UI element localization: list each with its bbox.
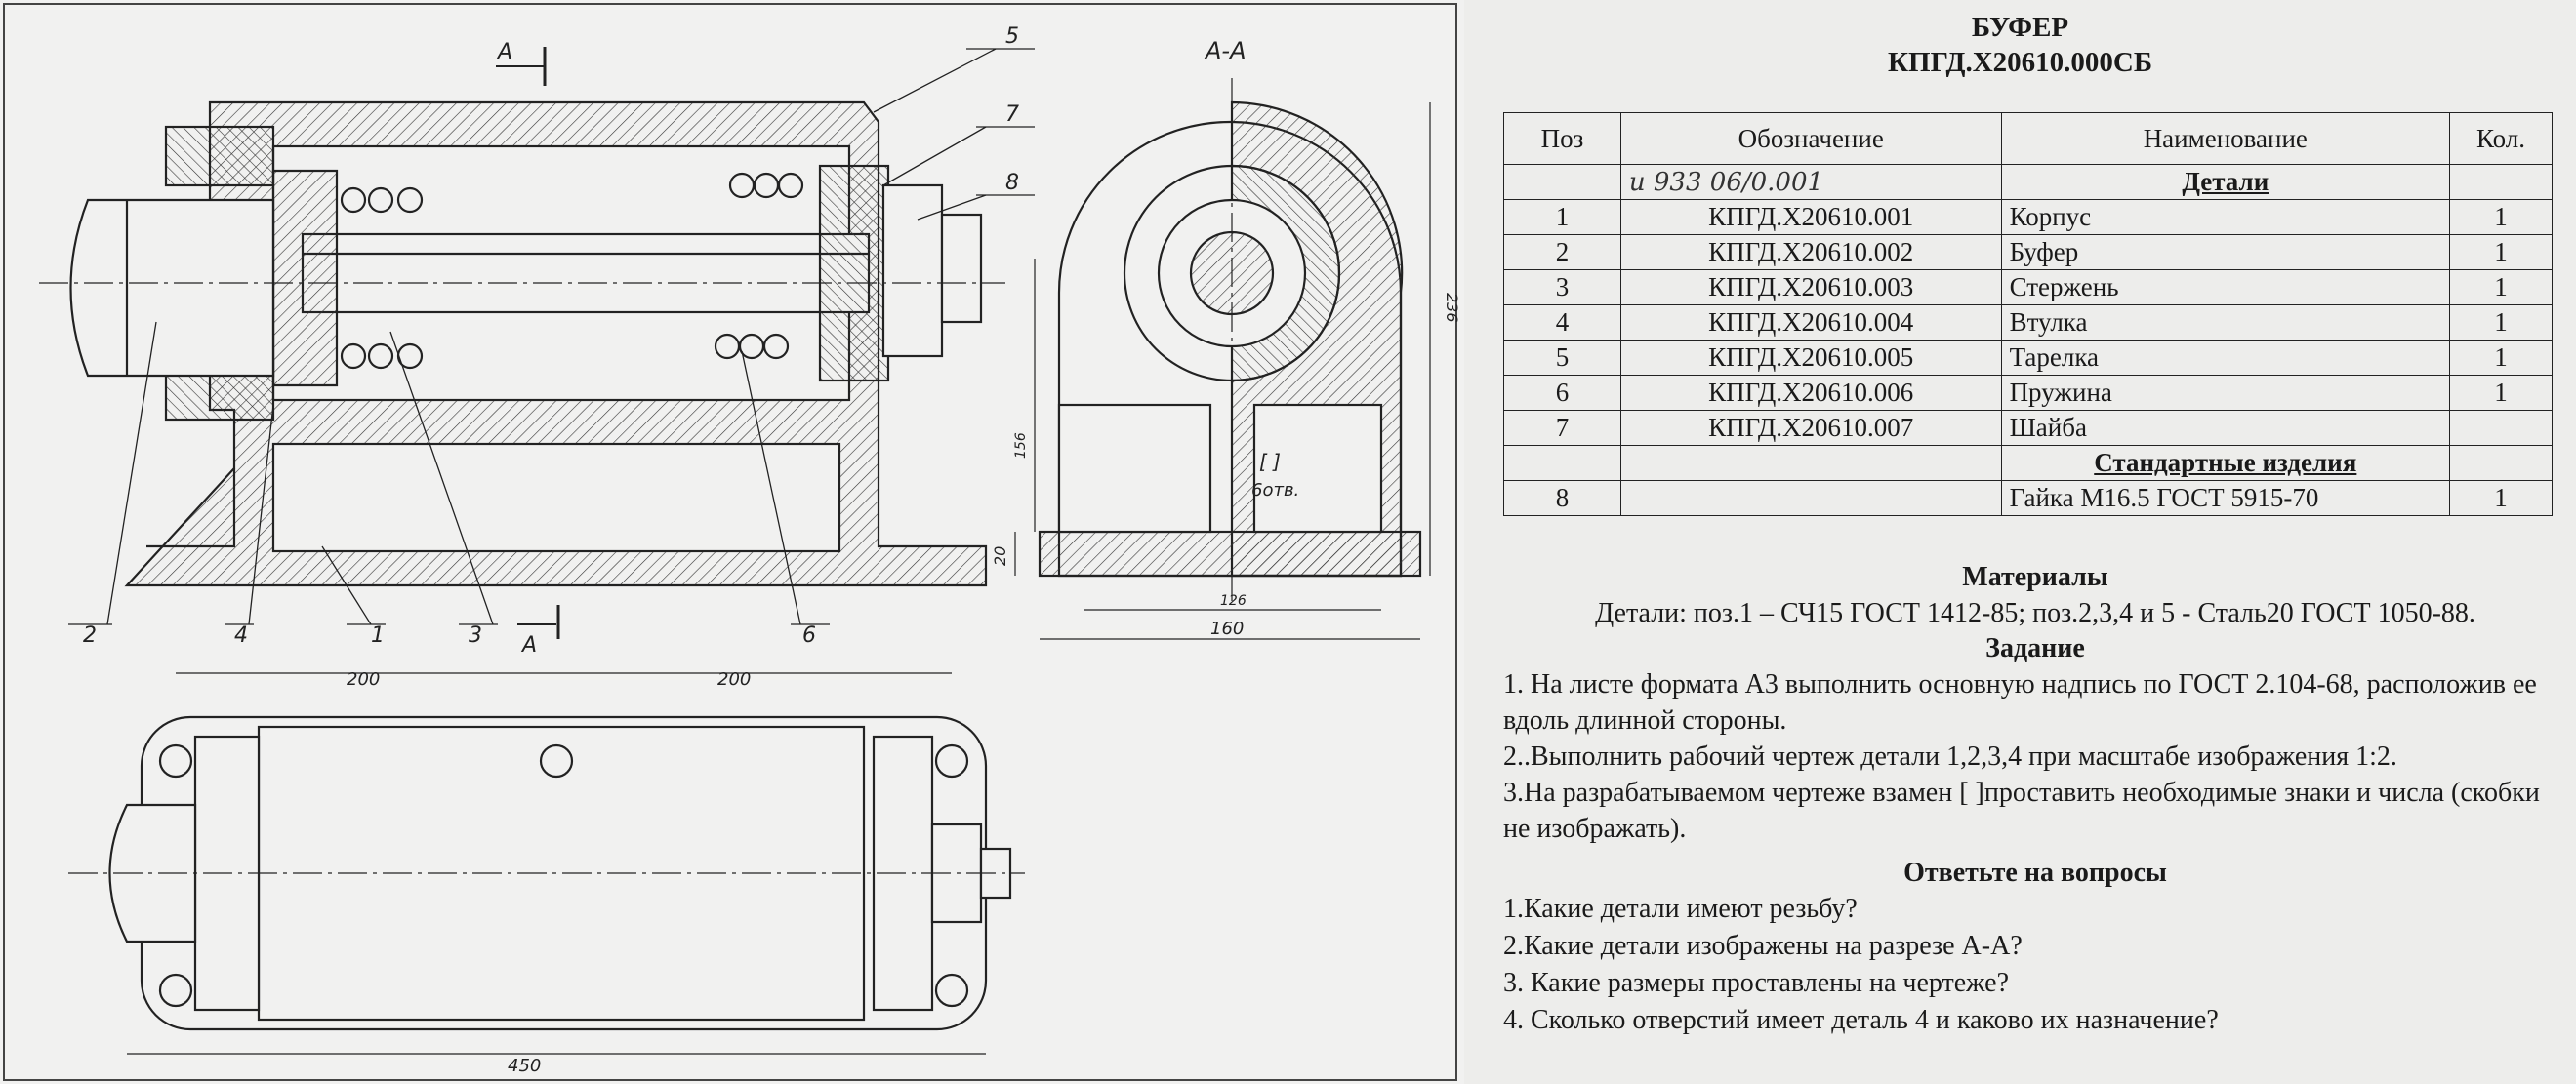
bom-name: Буфер bbox=[2000, 234, 2451, 270]
bom-section-details: и 933 06/0.001 Детали bbox=[1503, 164, 2553, 200]
bom-pos: 3 bbox=[1503, 269, 1621, 305]
leader-6: 6 bbox=[802, 623, 816, 648]
dim-holes: 6отв. bbox=[1251, 480, 1299, 501]
spec-title: БУФЕР bbox=[1971, 12, 2069, 43]
section-details-label: Детали bbox=[2000, 164, 2451, 200]
bom-header-row: Поз Обозначение Наименование Кол. bbox=[1503, 112, 2553, 165]
dim-160: 160 bbox=[1210, 619, 1244, 639]
bom-code: КПГД.Х20610.006 bbox=[1619, 375, 2002, 411]
bom-pos: 6 bbox=[1503, 375, 1621, 411]
dim-20: 20 bbox=[991, 546, 1009, 566]
question-1: 1.Какие детали имеют резьбу? bbox=[1503, 894, 1858, 924]
bom-qty: 1 bbox=[2449, 340, 2553, 376]
leader-lines bbox=[68, 48, 1035, 625]
question-4: 4. Сколько отверстий имеет деталь 4 и ка… bbox=[1503, 1005, 2219, 1035]
task-item-3: 3.На разрабатываемом чертеже взамен [ ]п… bbox=[1503, 778, 2540, 844]
drawing-canvas: А А А-А 5 7 8 2 4 1 3 6 200 200 450 236 … bbox=[3, 3, 1461, 1081]
materials-text: Детали: поз.1 – СЧ15 ГОСТ 1412-85; поз.2… bbox=[1595, 598, 2475, 628]
bom-pos: 1 bbox=[1503, 199, 1621, 235]
bom-code: КПГД.Х20610.003 bbox=[1619, 269, 2002, 305]
bom-name: Стержень bbox=[2000, 269, 2451, 305]
leader-3: 3 bbox=[469, 623, 482, 648]
question-3: 3. Какие размеры проставлены на чертеже? bbox=[1503, 968, 2010, 998]
leader-7: 7 bbox=[1005, 102, 1019, 127]
bom-pos: 2 bbox=[1503, 234, 1621, 270]
col-pos: Поз bbox=[1503, 112, 1621, 165]
bom-qty: 1 bbox=[2449, 269, 2553, 305]
dim-450: 450 bbox=[508, 1056, 541, 1076]
bom-qty: 1 bbox=[2449, 199, 2553, 235]
assembly-drawing: А А А-А 5 7 8 2 4 1 3 6 200 200 450 236 … bbox=[3, 3, 1461, 1081]
dim-bracket: [ ] bbox=[1259, 450, 1281, 473]
bom-qty: 1 bbox=[2449, 480, 2553, 516]
bom-pos: 7 bbox=[1503, 410, 1621, 446]
task-title: Задание bbox=[1985, 633, 2085, 663]
specification-sheet: БУФЕР КПГД.Х20610.000СБ Поз Обозначение … bbox=[1464, 0, 2576, 1084]
leader-8: 8 bbox=[1005, 171, 1019, 195]
bom-name: Корпус bbox=[2000, 199, 2451, 235]
sheet-frame bbox=[3, 3, 1457, 1081]
section-mark-bottom: А bbox=[520, 633, 537, 658]
handwritten-note: и 933 06/0.001 bbox=[1619, 164, 2002, 200]
bom-code: КПГД.Х20610.004 bbox=[1619, 304, 2002, 341]
section-view-title: А-А bbox=[1204, 37, 1247, 64]
task-item-1: 1. На листе формата А3 выполнить основну… bbox=[1503, 669, 2537, 736]
leader-5: 5 bbox=[1005, 24, 1019, 49]
col-name: Наименование bbox=[2000, 112, 2451, 165]
bom-pos: 4 bbox=[1503, 304, 1621, 341]
side-section-view bbox=[1014, 78, 1431, 640]
bom-code: КПГД.Х20610.005 bbox=[1619, 340, 2002, 376]
bom-qty: 1 bbox=[2449, 234, 2553, 270]
bom-code: КПГД.Х20610.007 bbox=[1619, 410, 2002, 446]
bom-name: Втулка bbox=[2000, 304, 2451, 341]
dim-236: 236 bbox=[1443, 293, 1461, 323]
questions-title: Ответьте на вопросы bbox=[1903, 858, 2167, 888]
materials-title: Материалы bbox=[1962, 562, 2108, 592]
leader-2: 2 bbox=[83, 623, 97, 648]
bom-name: Гайка М16.5 ГОСТ 5915-70 bbox=[2000, 480, 2451, 516]
bom-name: Шайба bbox=[2000, 410, 2451, 446]
task-item-2: 2..Выполнить рабочий чертеж детали 1,2,3… bbox=[1503, 742, 2397, 772]
leader-1: 1 bbox=[371, 623, 385, 648]
section-std-label: Стандартные изделия bbox=[2000, 445, 2451, 481]
dim-200-right: 200 bbox=[717, 669, 751, 690]
question-2: 2.Какие детали изображены на разрезе А-А… bbox=[1503, 931, 2023, 961]
leader-4: 4 bbox=[234, 623, 248, 648]
bom-qty: 1 bbox=[2449, 304, 2553, 341]
front-section-view bbox=[39, 100, 1005, 587]
bom-code: КПГД.Х20610.001 bbox=[1619, 199, 2002, 235]
dim-156: 156 bbox=[1013, 432, 1029, 459]
bom-code: КПГД.Х20610.002 bbox=[1619, 234, 2002, 270]
bom-name: Пружина bbox=[2000, 375, 2451, 411]
bom-qty bbox=[2449, 410, 2553, 446]
dim-200-left: 200 bbox=[347, 669, 380, 690]
bom-name: Тарелка bbox=[2000, 340, 2451, 376]
bom-table: Поз Обозначение Наименование Кол. и 933 … bbox=[1503, 112, 2553, 516]
spec-code: КПГД.Х20610.000СБ bbox=[1888, 47, 2152, 78]
col-code: Обозначение bbox=[1619, 112, 2002, 165]
bom-pos: 8 bbox=[1503, 480, 1621, 516]
plan-view bbox=[68, 672, 1025, 1055]
bom-code bbox=[1619, 480, 2002, 516]
dim-126: 126 bbox=[1220, 593, 1247, 609]
section-mark-top: А bbox=[496, 40, 512, 64]
col-qty: Кол. bbox=[2449, 112, 2553, 165]
bom-pos: 5 bbox=[1503, 340, 1621, 376]
bom-section-std: Стандартные изделия bbox=[1503, 445, 2553, 481]
bom-qty: 1 bbox=[2449, 375, 2553, 411]
